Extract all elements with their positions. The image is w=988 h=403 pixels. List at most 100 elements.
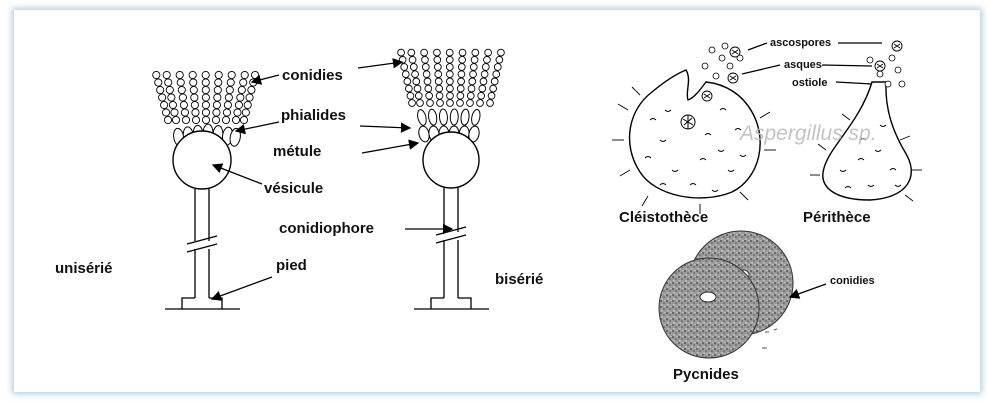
conidium [398, 49, 405, 56]
bristle [740, 192, 748, 200]
conidium [240, 79, 247, 86]
ascospore [889, 55, 895, 61]
conidium [493, 71, 500, 78]
conidium [447, 100, 454, 107]
conidium [458, 78, 465, 85]
watermark: Aspergillus sp. [738, 122, 877, 145]
conidium [434, 49, 441, 56]
conidia-chains-biserial [398, 49, 505, 106]
conidium [435, 71, 442, 78]
bristle [760, 112, 770, 118]
conidium [417, 100, 424, 107]
label-ostiole: ostiole [792, 77, 827, 89]
conidium [470, 64, 477, 71]
conidium [191, 94, 198, 101]
conidium [212, 116, 219, 123]
leader-ostiole [836, 82, 872, 84]
leader-asques-right [822, 65, 872, 66]
conidium [202, 94, 209, 101]
conidium [457, 85, 464, 92]
conidium [202, 116, 209, 123]
biserial-conidiophore [398, 49, 505, 309]
conidium [176, 71, 183, 78]
conidium [181, 109, 188, 116]
conidium [157, 86, 164, 93]
conidium [407, 92, 414, 99]
conidium [232, 116, 239, 123]
conidium [467, 92, 474, 99]
conidium [202, 86, 209, 93]
pycnidium-front [659, 258, 759, 358]
conidium [169, 101, 176, 108]
conidium [405, 85, 412, 92]
conidium [446, 64, 453, 71]
phialide [450, 109, 458, 125]
conidium [480, 78, 487, 85]
ascospore [895, 67, 901, 73]
conidia-chains-uniserial [153, 71, 259, 123]
conidium [225, 94, 232, 101]
conidium [244, 101, 251, 108]
label-vesicule: vésicule [264, 180, 323, 197]
conidium [222, 116, 229, 123]
conidium [190, 86, 197, 93]
conidium [423, 71, 430, 78]
conidium [422, 56, 429, 63]
arrow-conidies-right [358, 62, 402, 68]
phialide [439, 109, 448, 125]
conidium [447, 92, 454, 99]
label-pycnides: Pycnides [673, 366, 739, 383]
conidium [191, 101, 198, 108]
conidium [447, 85, 454, 92]
conidium [410, 64, 417, 71]
conidium [459, 49, 466, 56]
conidium [446, 71, 453, 78]
conidium [458, 64, 465, 71]
conidium [237, 94, 244, 101]
conidium [472, 49, 479, 56]
conidium [162, 109, 169, 116]
conidium [215, 71, 222, 78]
ascospore [885, 81, 891, 87]
conidium [182, 116, 189, 123]
conidium [437, 100, 444, 107]
label-uniserie: unisérié [55, 260, 113, 277]
conidium [179, 94, 186, 101]
conidium [409, 100, 416, 107]
conidium [172, 116, 179, 123]
ascospore [709, 47, 715, 53]
foot-cell-biserial [414, 298, 489, 309]
conidium [402, 71, 409, 78]
conidium [435, 78, 442, 85]
conidium [490, 85, 497, 92]
conidium [213, 101, 220, 108]
arrow-metule [362, 143, 418, 153]
phialide [428, 109, 438, 126]
ascospore [867, 57, 873, 63]
conidium [421, 49, 428, 56]
conidium [482, 64, 489, 71]
conidium [457, 100, 464, 107]
conidium [459, 56, 466, 63]
leader-ascospores-left [748, 43, 767, 50]
conidium [153, 71, 160, 78]
ascospore [899, 81, 905, 87]
label-conidiophore: conidiophore [279, 220, 374, 237]
phialide [416, 109, 428, 126]
conidium [427, 100, 434, 107]
conidium [478, 92, 485, 99]
foot-cell-uniserial [165, 298, 240, 309]
bristle [905, 195, 913, 201]
conidium [242, 109, 249, 116]
conidium [248, 86, 255, 93]
conidium [189, 71, 196, 78]
conidium [458, 71, 465, 78]
conidium [202, 101, 209, 108]
stipe-break-uniserial [187, 236, 217, 252]
conidium [228, 71, 235, 78]
conidium [246, 94, 253, 101]
conidium [202, 71, 209, 78]
conidium [436, 92, 443, 99]
conidium [468, 85, 475, 92]
ascospore [719, 55, 725, 61]
